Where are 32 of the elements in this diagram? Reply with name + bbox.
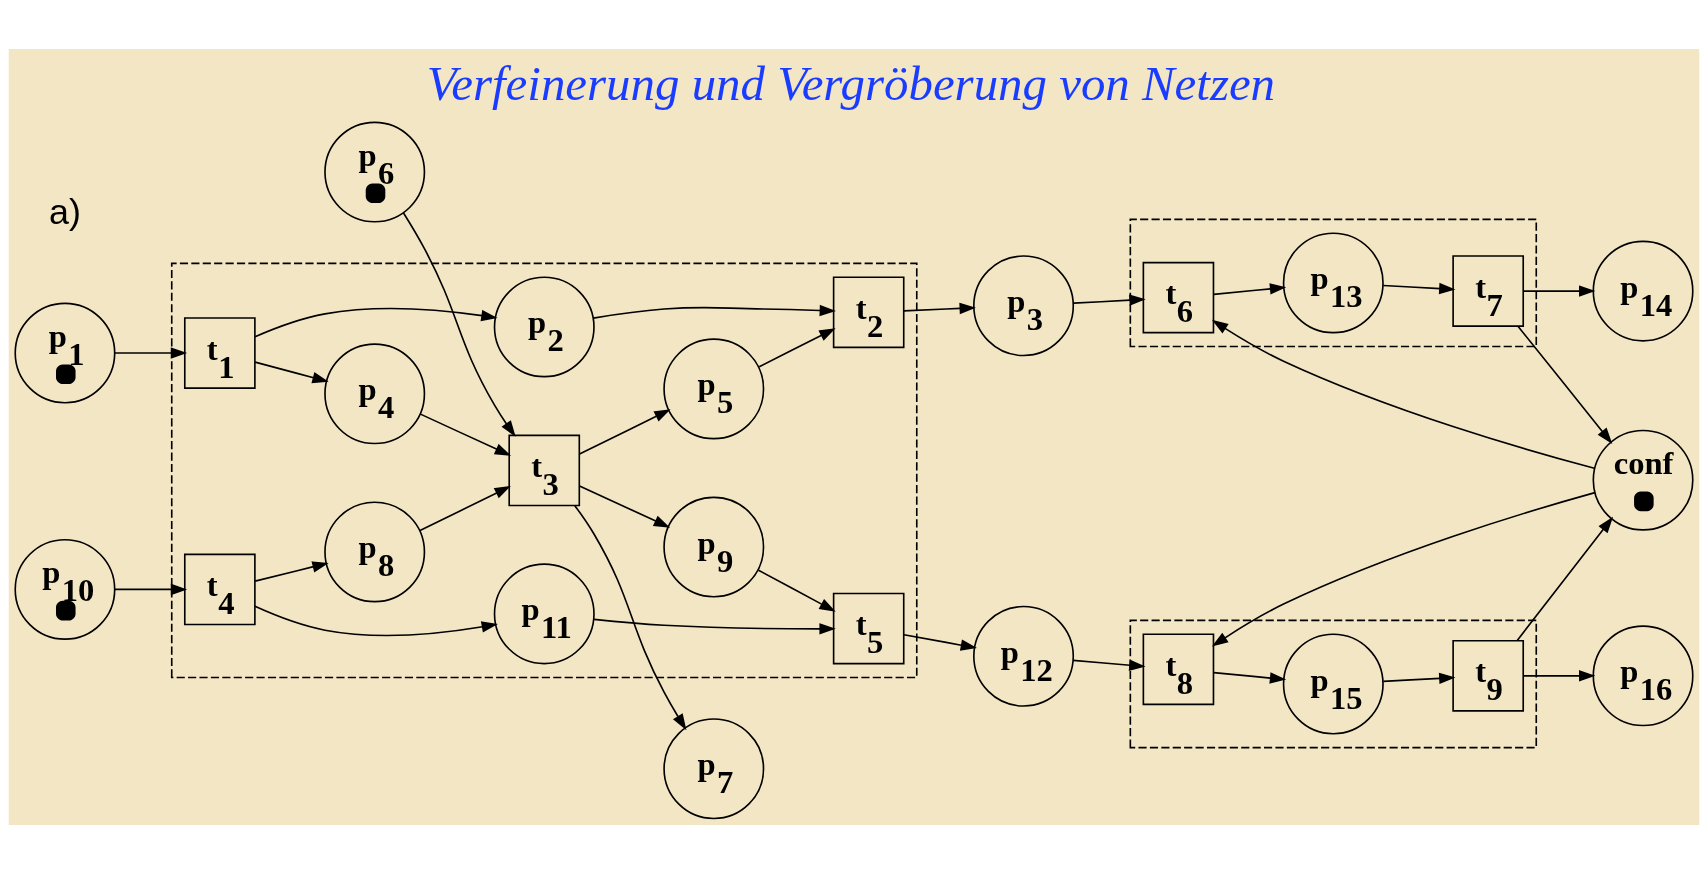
arrow <box>593 618 836 635</box>
arrow <box>254 560 329 582</box>
arrow <box>419 412 512 456</box>
arrow <box>578 408 671 455</box>
arrow <box>578 484 671 528</box>
label: a) <box>49 191 81 232</box>
arrow <box>1522 669 1596 682</box>
arrow <box>1516 516 1614 641</box>
arrow <box>1212 671 1287 684</box>
arrow <box>1072 293 1146 306</box>
arrow <box>254 360 329 383</box>
arrow <box>757 568 836 612</box>
arrow <box>1212 282 1287 295</box>
arrow <box>903 633 977 651</box>
arrow <box>1517 324 1613 444</box>
arrow <box>1211 319 1596 469</box>
arrow <box>1072 659 1146 671</box>
arrow <box>402 211 516 437</box>
arrow <box>254 605 498 636</box>
arrow <box>419 485 511 531</box>
arrow <box>254 307 498 338</box>
arrow <box>903 302 976 314</box>
arrow <box>114 346 188 359</box>
arrow <box>758 327 836 368</box>
arrow <box>1382 282 1456 294</box>
diagram-title: Verfeinerung und Vergröberung von Netzen <box>426 55 1276 111</box>
arrow <box>1522 284 1596 297</box>
arrow <box>114 583 188 595</box>
arrow <box>574 504 687 730</box>
arrow <box>1211 491 1596 647</box>
arrow <box>592 304 836 319</box>
arrow <box>1382 672 1456 684</box>
